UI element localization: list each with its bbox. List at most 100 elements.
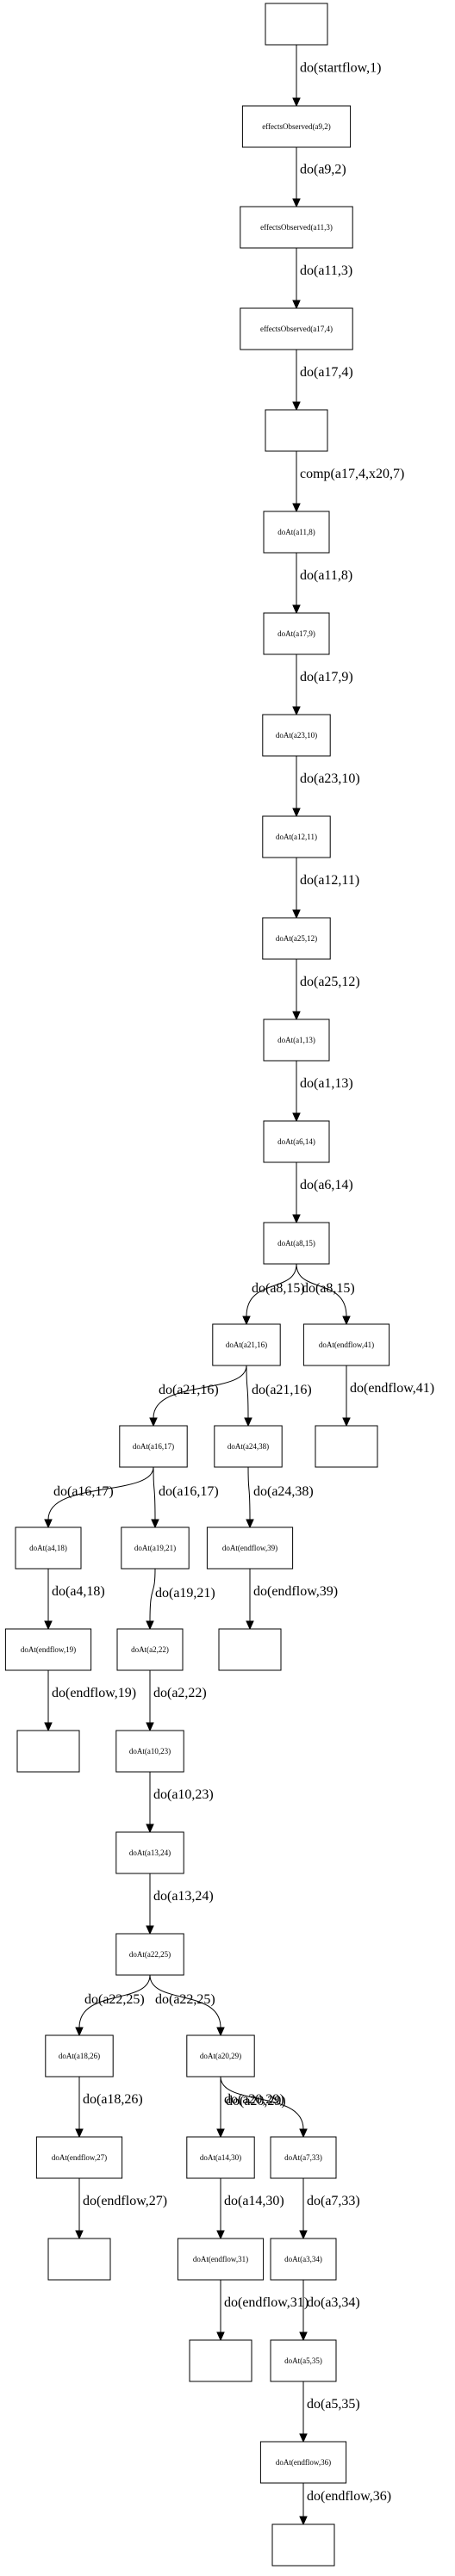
edge: do(a17,4)	[292, 350, 353, 412]
edge: do(a24,38)	[246, 1466, 314, 1529]
node-box	[263, 1222, 330, 1265]
edge-label: do(a1,13)	[300, 1076, 353, 1091]
edge-label: do(a11,3)	[300, 263, 352, 278]
node-label: doAt(a21,16)	[226, 1341, 267, 1349]
arrow-head-icon	[44, 1519, 53, 1529]
node-box	[115, 1933, 184, 1976]
edge: do(a18,26)	[75, 2077, 143, 2139]
node-label: doAt(a1,13)	[277, 1036, 315, 1044]
action-node: doAt(a4,18)	[15, 1526, 82, 1570]
node-box	[218, 1628, 282, 1671]
arrow-head-icon	[292, 300, 301, 310]
edge-line	[220, 2076, 304, 2130]
arrow-head-icon	[246, 1620, 254, 1631]
action-node: doAt(a19,21)	[121, 1526, 190, 1570]
node-label: doAt(a7,33)	[284, 2153, 322, 2162]
node-box	[271, 2523, 335, 2567]
edge-label: do(a14,30)	[224, 2194, 284, 2208]
node-label: doAt(a13,24)	[129, 1848, 171, 1857]
action-node: doAt(a2,22)	[116, 1628, 184, 1671]
edge-label: do(a22,25)	[84, 1992, 145, 2007]
arrow-head-icon	[292, 401, 301, 412]
edge: do(endflow,19)	[44, 1670, 136, 1732]
node-box	[315, 1425, 378, 1468]
edge: do(endflow,31)	[216, 2280, 309, 2342]
arrow-head-icon	[292, 1214, 301, 1224]
arrow-head-icon	[75, 2128, 84, 2139]
terminal-node	[315, 1425, 378, 1468]
edge: do(endflow,27)	[75, 2178, 167, 2240]
action-node: doAt(a1,13)	[263, 1019, 330, 1062]
action-node: doAt(a10,23)	[115, 1730, 184, 1773]
edge: do(startflow,1)	[292, 45, 382, 108]
arrow-head-icon	[242, 1316, 251, 1326]
edge-label: do(a6,14)	[300, 1178, 353, 1192]
action-node: effectsObserved(a17,4)	[240, 307, 353, 350]
edge-label: do(a20,29)	[224, 2092, 284, 2107]
edge: do(a11,8)	[292, 553, 352, 615]
node-box	[115, 1730, 184, 1773]
action-node: doAt(endflow,31)	[177, 2238, 265, 2281]
edge: do(a10,23)	[146, 1772, 214, 1834]
terminal-node	[16, 1730, 80, 1773]
edge-line	[47, 1466, 154, 1520]
edge-label: do(a19,21)	[155, 1586, 215, 1601]
arrow-head-icon	[299, 2128, 308, 2139]
node-label: doAt(endflow,36)	[276, 2458, 331, 2467]
edge: do(a13,24)	[146, 1873, 214, 1935]
node-label: effectsObserved(a9,2)	[262, 122, 331, 131]
node-label: doAt(a4,18)	[29, 1544, 67, 1552]
arrow-head-icon	[292, 1112, 301, 1123]
node-box	[206, 1526, 294, 1570]
terminal-node	[265, 3, 328, 46]
edge-label: do(startflow,1)	[300, 61, 382, 76]
arrow-head-icon	[299, 2230, 308, 2240]
node-label: doAt(a20,29)	[200, 2052, 241, 2060]
edge: do(a8,15)	[296, 1263, 355, 1326]
arrow-head-icon	[292, 198, 301, 208]
node-label: doAt(a19,21)	[134, 1544, 176, 1552]
edge: do(a16,17)	[151, 1466, 219, 1529]
action-node: doAt(a24,38)	[214, 1425, 283, 1468]
node-box	[259, 2441, 347, 2484]
arrow-head-icon	[44, 1722, 53, 1732]
action-node: doAt(a25,12)	[262, 917, 331, 960]
edge-label: do(a3,34)	[307, 2295, 360, 2310]
node-box	[270, 2136, 337, 2179]
node-box	[240, 307, 353, 350]
edge-label: do(endflow,36)	[307, 2489, 391, 2504]
edge: do(a11,3)	[292, 248, 352, 310]
edge-line	[149, 1974, 221, 2028]
action-node: doAt(a8,15)	[263, 1222, 330, 1265]
edge: do(a19,21)	[146, 1568, 215, 1631]
edge-label: do(a22,25)	[155, 1992, 215, 2007]
arrow-head-icon	[342, 1316, 351, 1326]
node-box	[189, 2339, 252, 2382]
edge: do(a17,9)	[292, 654, 353, 716]
node-label: doAt(a25,12)	[276, 934, 317, 943]
node-label: doAt(a5,35)	[284, 2356, 322, 2365]
arrow-head-icon	[292, 503, 301, 513]
arrow-head-icon	[292, 1011, 301, 1021]
arrow-head-icon	[246, 1519, 254, 1529]
edge-line	[153, 1466, 156, 1520]
action-node: effectsObserved(a11,3)	[240, 206, 353, 249]
arrow-head-icon	[299, 2433, 308, 2443]
edge-line	[296, 1263, 347, 1317]
arrow-head-icon	[216, 2331, 225, 2342]
edge: do(a22,25)	[75, 1974, 151, 2037]
edge: do(a23,10)	[292, 756, 360, 818]
node-label: doAt(a18,26)	[59, 2052, 100, 2060]
edge: do(a12,11)	[292, 858, 359, 920]
edge-label: do(a7,33)	[307, 2194, 360, 2208]
edge-line	[153, 1365, 247, 1419]
edge-label: do(a16,17)	[159, 1484, 219, 1499]
edge-label: do(a23,10)	[300, 771, 360, 786]
action-node: doAt(endflow,36)	[259, 2441, 347, 2484]
edge-label: do(a12,11)	[300, 873, 359, 888]
node-box	[240, 206, 353, 249]
edge: do(a7,33)	[299, 2178, 360, 2240]
arrow-head-icon	[292, 706, 301, 716]
arrow-head-icon	[146, 1925, 154, 1935]
